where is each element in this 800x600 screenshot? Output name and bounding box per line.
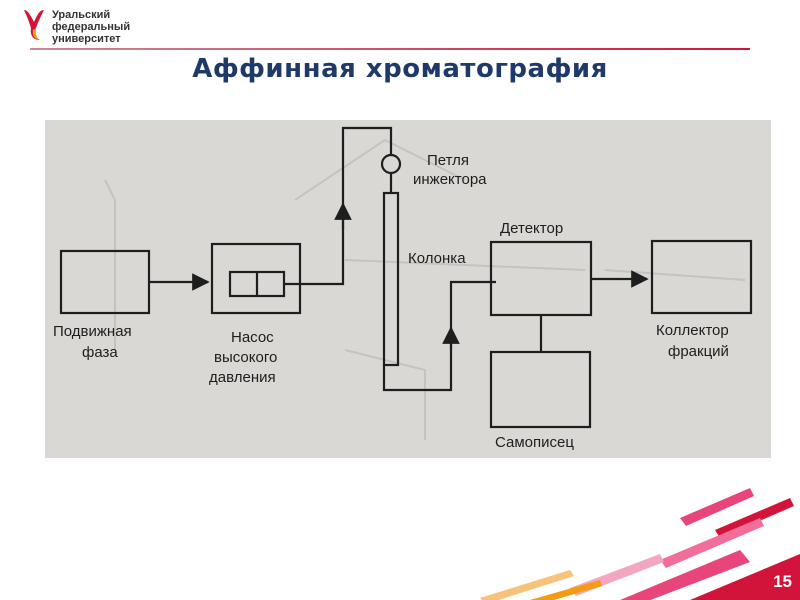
university-logo: Уральский федеральный университет xyxy=(22,6,222,46)
recorder-box xyxy=(489,350,592,429)
photo-background xyxy=(45,120,771,458)
logo-mark-icon xyxy=(24,10,44,40)
label-detector: Детектор xyxy=(500,220,563,237)
label-mobile-phase-2: фаза xyxy=(82,344,118,361)
label-injector-2: инжектора xyxy=(413,171,487,188)
column-tube xyxy=(382,191,400,367)
label-pump-3: давления xyxy=(209,369,276,386)
collector-box xyxy=(650,239,753,315)
page-number: 15 xyxy=(773,572,792,591)
label-column: Колонка xyxy=(408,250,466,267)
logo-line-1: Уральский xyxy=(52,9,111,21)
label-injector-1: Петля xyxy=(427,152,469,169)
slide-title: Аффинная хроматография xyxy=(192,54,608,84)
chromatography-diagram-photo: Подвижная фаза Насос высокого давления П… xyxy=(45,120,771,458)
label-pump-1: Насос xyxy=(231,329,274,346)
corner-decoration xyxy=(480,488,800,600)
label-recorder: Самописец xyxy=(495,434,574,451)
label-mobile-phase-1: Подвижная xyxy=(53,323,132,340)
pump-box xyxy=(210,242,302,315)
label-collector-2: фракций xyxy=(668,343,729,360)
logo-line-2: федеральный xyxy=(52,21,131,33)
label-collector-1: Коллектор xyxy=(656,322,729,339)
label-pump-2: высокого xyxy=(214,349,277,366)
scheme-lines xyxy=(59,126,753,429)
logo-line-3: университет xyxy=(52,33,121,45)
logo-text: Уральский федеральный университет xyxy=(52,9,130,45)
hplc-scheme: Подвижная фаза Насос высокого давления П… xyxy=(45,120,771,458)
header-rule xyxy=(30,48,750,50)
